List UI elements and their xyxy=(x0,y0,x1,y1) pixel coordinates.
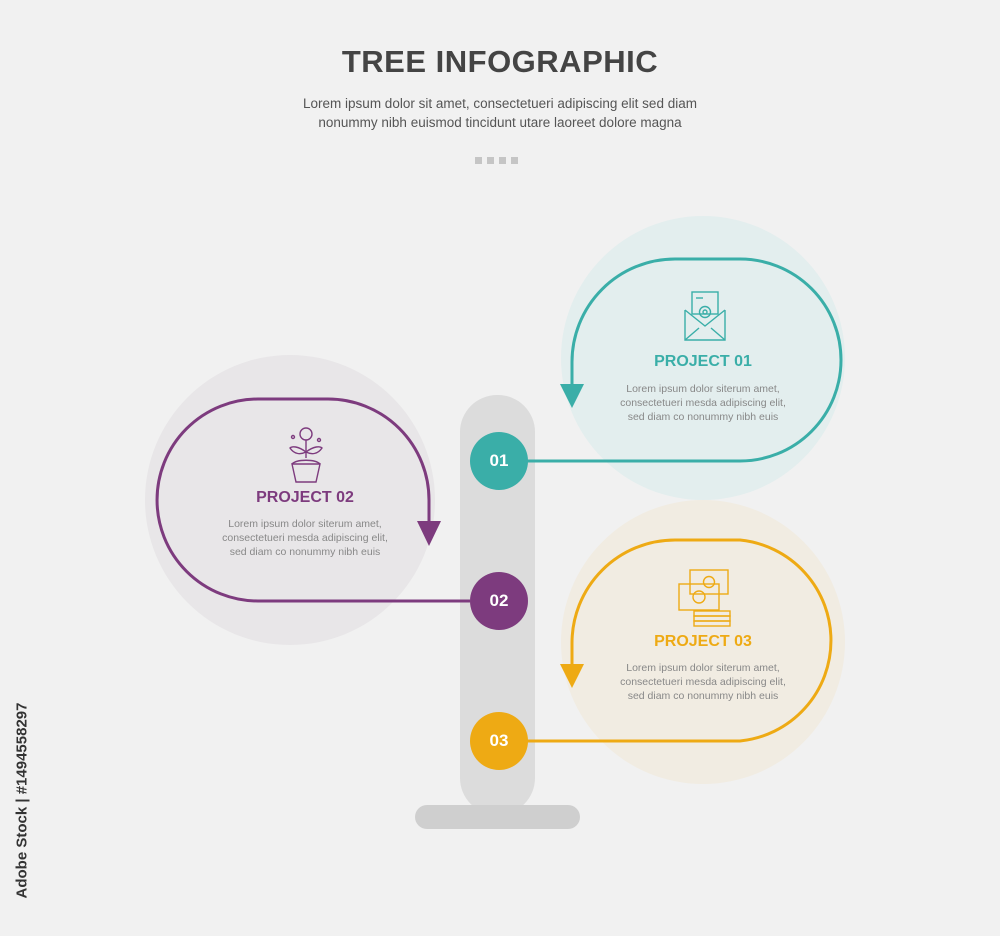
project-02-arrowhead xyxy=(417,521,441,546)
tree-base xyxy=(415,805,580,829)
project-01-arrowhead xyxy=(560,384,584,408)
project-03-arrowhead xyxy=(560,664,584,688)
project-01-title: PROJECT 01 xyxy=(654,353,752,370)
step-badge-03: 03 xyxy=(470,712,528,770)
page-subtitle: Lorem ipsum dolor sit amet, consectetuer… xyxy=(303,96,697,130)
money-bills-coins-icon xyxy=(678,569,731,627)
project-03-title: PROJECT 03 xyxy=(654,633,752,650)
project-01-description: Lorem ipsum dolor siterum amet, consecte… xyxy=(620,383,786,423)
separator-dots xyxy=(475,157,518,164)
stock-watermark: Adobe Stock | #1494558297 xyxy=(13,702,31,899)
project-03-description: Lorem ipsum dolor siterum amet, consecte… xyxy=(620,662,786,702)
project-02-description: Lorem ipsum dolor siterum amet, consecte… xyxy=(222,518,388,558)
project-01-circle xyxy=(561,216,845,500)
step-badge-01: 01 xyxy=(470,432,528,490)
project-03-loop xyxy=(527,538,833,743)
project-02-circle xyxy=(145,355,435,645)
project-01-loop xyxy=(527,257,843,463)
step-badge-02: 02 xyxy=(470,572,528,630)
page-title: TREE INFOGRAPHIC xyxy=(341,44,659,79)
project-02-loop xyxy=(155,397,470,603)
money-plant-pot-icon xyxy=(289,427,323,483)
project-02-title: PROJECT 02 xyxy=(256,489,354,506)
email-settings-icon xyxy=(684,291,726,341)
project-03-circle xyxy=(561,500,845,784)
